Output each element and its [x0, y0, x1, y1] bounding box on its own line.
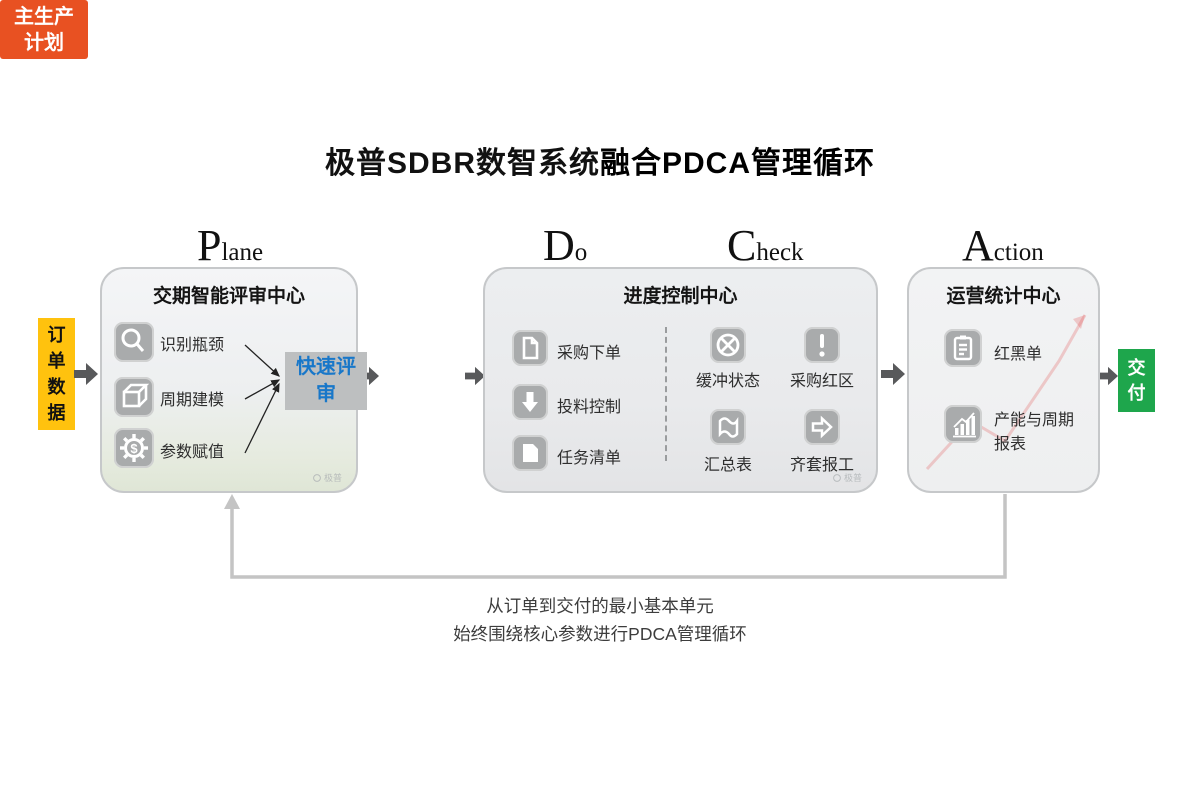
phase-do-initial: D	[543, 221, 575, 270]
check-item-label: 采购红区	[789, 373, 854, 390]
fast-review-highlight: 快速评审	[285, 352, 367, 410]
phase-action-rest: ction	[993, 239, 1044, 266]
phase-label-plan: Plane	[197, 224, 263, 268]
title-normal-part: 极普SDBR数智系统	[324, 147, 600, 180]
delivery-label: 交付	[1127, 357, 1146, 403]
action-item-label: 产能与周期报表	[994, 412, 1075, 453]
brand-watermark-text: 极普	[323, 473, 342, 483]
document-icon	[512, 330, 548, 366]
flow-arrow-order-to-plan	[74, 363, 98, 385]
check-item-label: 齐套报工	[789, 457, 854, 474]
flow-arrow-mps-to-do	[465, 366, 489, 388]
flow-arrow-action-to-delivery	[1098, 366, 1122, 388]
bar-chart-icon	[944, 405, 982, 443]
phase-label-do: Do	[543, 224, 587, 268]
plan-panel-title: 交期智能评审中心	[152, 286, 305, 307]
phase-do-rest: o	[574, 239, 588, 266]
plan-item-label: 识别瓶颈	[160, 337, 225, 354]
order-data-box: 订单数据	[38, 318, 75, 430]
phase-check-rest: heck	[756, 239, 804, 266]
arrow-down-icon	[512, 384, 548, 420]
flow-arrow-check-to-action	[881, 363, 905, 385]
phase-check-initial: C	[727, 221, 757, 270]
progress-panel-title: 进度控制中心	[623, 286, 738, 307]
action-panel-title: 运营统计中心	[946, 286, 1061, 307]
plan-item-label: 周期建模	[160, 392, 225, 409]
check-item-label: 汇总表	[703, 457, 752, 474]
flag-icon	[710, 409, 746, 445]
brand-watermark: 极普	[313, 471, 342, 484]
clipboard-icon	[944, 329, 982, 367]
svg-text:$: $	[130, 441, 138, 456]
mps-box: 主生产计划	[0, 0, 88, 59]
flow-arrow-plan-to-mps	[359, 366, 383, 388]
do-check-divider	[665, 327, 667, 461]
phase-label-check: Check	[727, 224, 804, 268]
title-bold-part: 融合PDCA管理循环	[600, 147, 876, 180]
brand-watermark-text: 极普	[843, 473, 862, 483]
do-item-label: 任务清单	[557, 450, 622, 467]
action-panel: 运营统计中心 红黑单 产能与周期报表	[907, 267, 1100, 493]
phase-label-action: Action	[962, 224, 1044, 268]
plan-panel: 交期智能评审中心 识别瓶颈 周期建模	[100, 267, 367, 493]
brand-watermark: 极普	[833, 471, 862, 484]
order-data-label: 订单数据	[47, 325, 66, 423]
exclamation-icon	[804, 327, 840, 363]
page-title: 极普SDBR数智系统融合PDCA管理循环	[0, 138, 1200, 182]
task-doc-icon	[512, 435, 548, 471]
arrow-right-icon	[804, 409, 840, 445]
caption: 从订单到交付的最小基本单元 始终围绕核心参数进行PDCA管理循环	[0, 592, 1200, 648]
plan-item-label: 参数赋值	[160, 444, 225, 461]
phase-action-initial: A	[962, 221, 994, 270]
do-item-label: 投料控制	[557, 399, 622, 416]
check-item-label: 缓冲状态	[695, 373, 760, 390]
circle-x-icon	[710, 327, 746, 363]
action-item-label: 红黑单	[994, 346, 1043, 363]
caption-line1: 从订单到交付的最小基本单元	[486, 596, 714, 616]
caption-line2: 始终围绕核心参数进行PDCA管理循环	[453, 624, 747, 644]
gear-dollar-icon: $	[114, 428, 154, 468]
phase-plan-initial: P	[197, 221, 222, 270]
delivery-box: 交付	[1118, 349, 1155, 412]
mps-label: 主生产计划	[14, 5, 74, 54]
phase-plan-rest: lane	[221, 239, 264, 266]
magnifier-icon	[114, 322, 154, 362]
progress-control-panel: 进度控制中心 采购下单 投料控制 任务清单 缓冲状态	[483, 267, 878, 493]
do-item-label: 采购下单	[557, 345, 622, 362]
cube-icon	[114, 377, 154, 417]
